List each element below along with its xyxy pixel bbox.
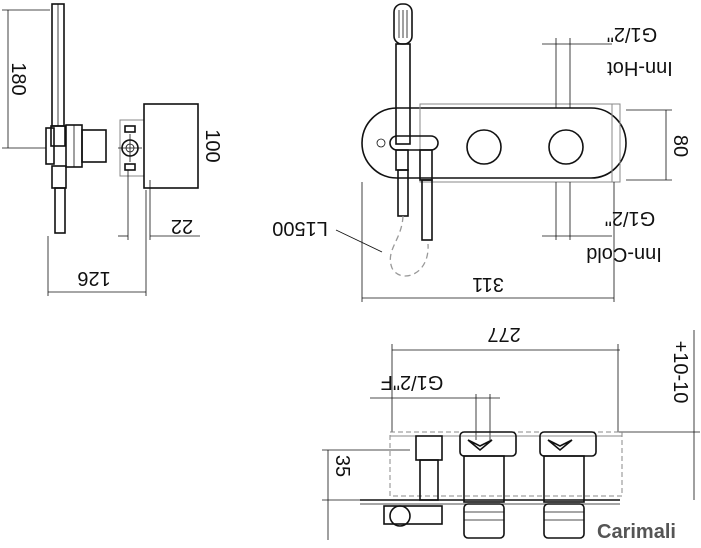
body-width-label: 277 — [487, 323, 520, 345]
side-height-label: 180 — [7, 62, 29, 95]
side-projection-label: 22 — [171, 215, 193, 237]
hot-thread-label: G1/2" — [607, 23, 657, 45]
adjust-label: +10-10 — [669, 341, 691, 404]
top-view: 277 G1/2"F +10-10 — [322, 323, 700, 540]
cold-inlet-label: Inn-Cold — [586, 243, 662, 265]
cold-handle-knob — [548, 129, 584, 165]
brand-logo: Carimali — [597, 521, 676, 543]
outlet-thread-label: G1/2"F — [381, 371, 444, 393]
side-view: 180 100 22 126 — [2, 3, 223, 296]
cold-thread-label: G1/2" — [605, 207, 655, 229]
hot-handle-knob — [466, 129, 502, 165]
hose-length-label: L1500 — [272, 217, 328, 239]
side-box-depth-label: 100 — [201, 129, 223, 162]
front-view: L1500 G1/2" Inn-Hot G1/2" Inn-Cold 80 31… — [272, 3, 691, 302]
wall-plate — [361, 107, 627, 179]
hot-inlet-label: Inn-Hot — [607, 57, 673, 79]
side-width-label: 126 — [77, 267, 110, 289]
plate-height-label: 80 — [669, 135, 691, 157]
recess-label: 35 — [331, 455, 353, 477]
plate-width-label: 311 — [472, 273, 504, 295]
